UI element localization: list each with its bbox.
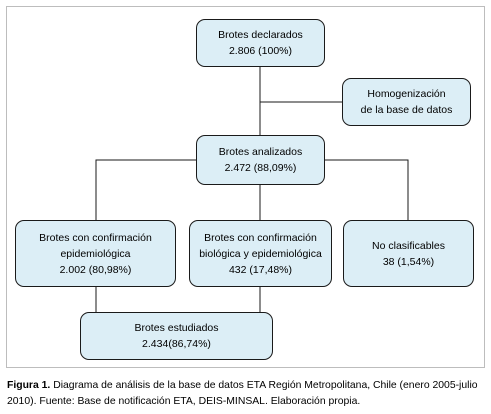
node-brotes-declarados: Brotes declarados 2.806 (100%) [196,19,325,67]
node-value: 38 (1,54%) [382,255,435,268]
node-confirmacion-biologica: Brotes con confirmación biológica y epid… [189,220,332,287]
node-no-clasificables: No clasificables 38 (1,54%) [343,220,474,287]
node-label: Brotes analizados [218,146,303,158]
node-label: No clasificables [372,239,445,252]
node-label: Homogenización [367,88,446,100]
connector-to-no-clasificables [325,159,409,220]
node-brotes-analizados: Brotes analizados 2.472 (88,09%) [196,135,325,185]
figure-frame [6,6,485,368]
caption-text: Diagrama de análisis de la base de datos… [7,380,478,407]
caption-label: Figura 1. [7,380,51,391]
node-label: Brotes declarados [218,29,303,41]
node-label-2: de la base de datos [360,104,453,116]
connector-to-conf-epi [95,159,196,220]
node-label: Brotes estudiados [134,322,219,334]
node-value: 2.434(86,74%) [142,338,211,350]
node-label-2: epidemiológica [60,247,131,260]
node-value: 2.002 (80,98%) [59,263,132,276]
node-value: 432 (17,48%) [228,263,293,276]
node-label: Brotes con confirmación [39,231,152,244]
node-brotes-estudiados: Brotes estudiados 2.434(86,74%) [80,312,273,360]
node-homogenizacion: Homogenización de la base de datos [342,78,471,126]
figure-caption: Figura 1. Diagrama de análisis de la bas… [7,378,485,410]
node-value: 2.472 (88,09%) [224,162,297,174]
node-confirmacion-epidemiologica: Brotes con confirmación epidemiológica 2… [15,220,176,287]
node-label-2: biológica y epidemiológica [199,247,322,260]
node-value: 2.806 (100%) [228,45,293,57]
node-label: Brotes con confirmación [204,231,317,244]
